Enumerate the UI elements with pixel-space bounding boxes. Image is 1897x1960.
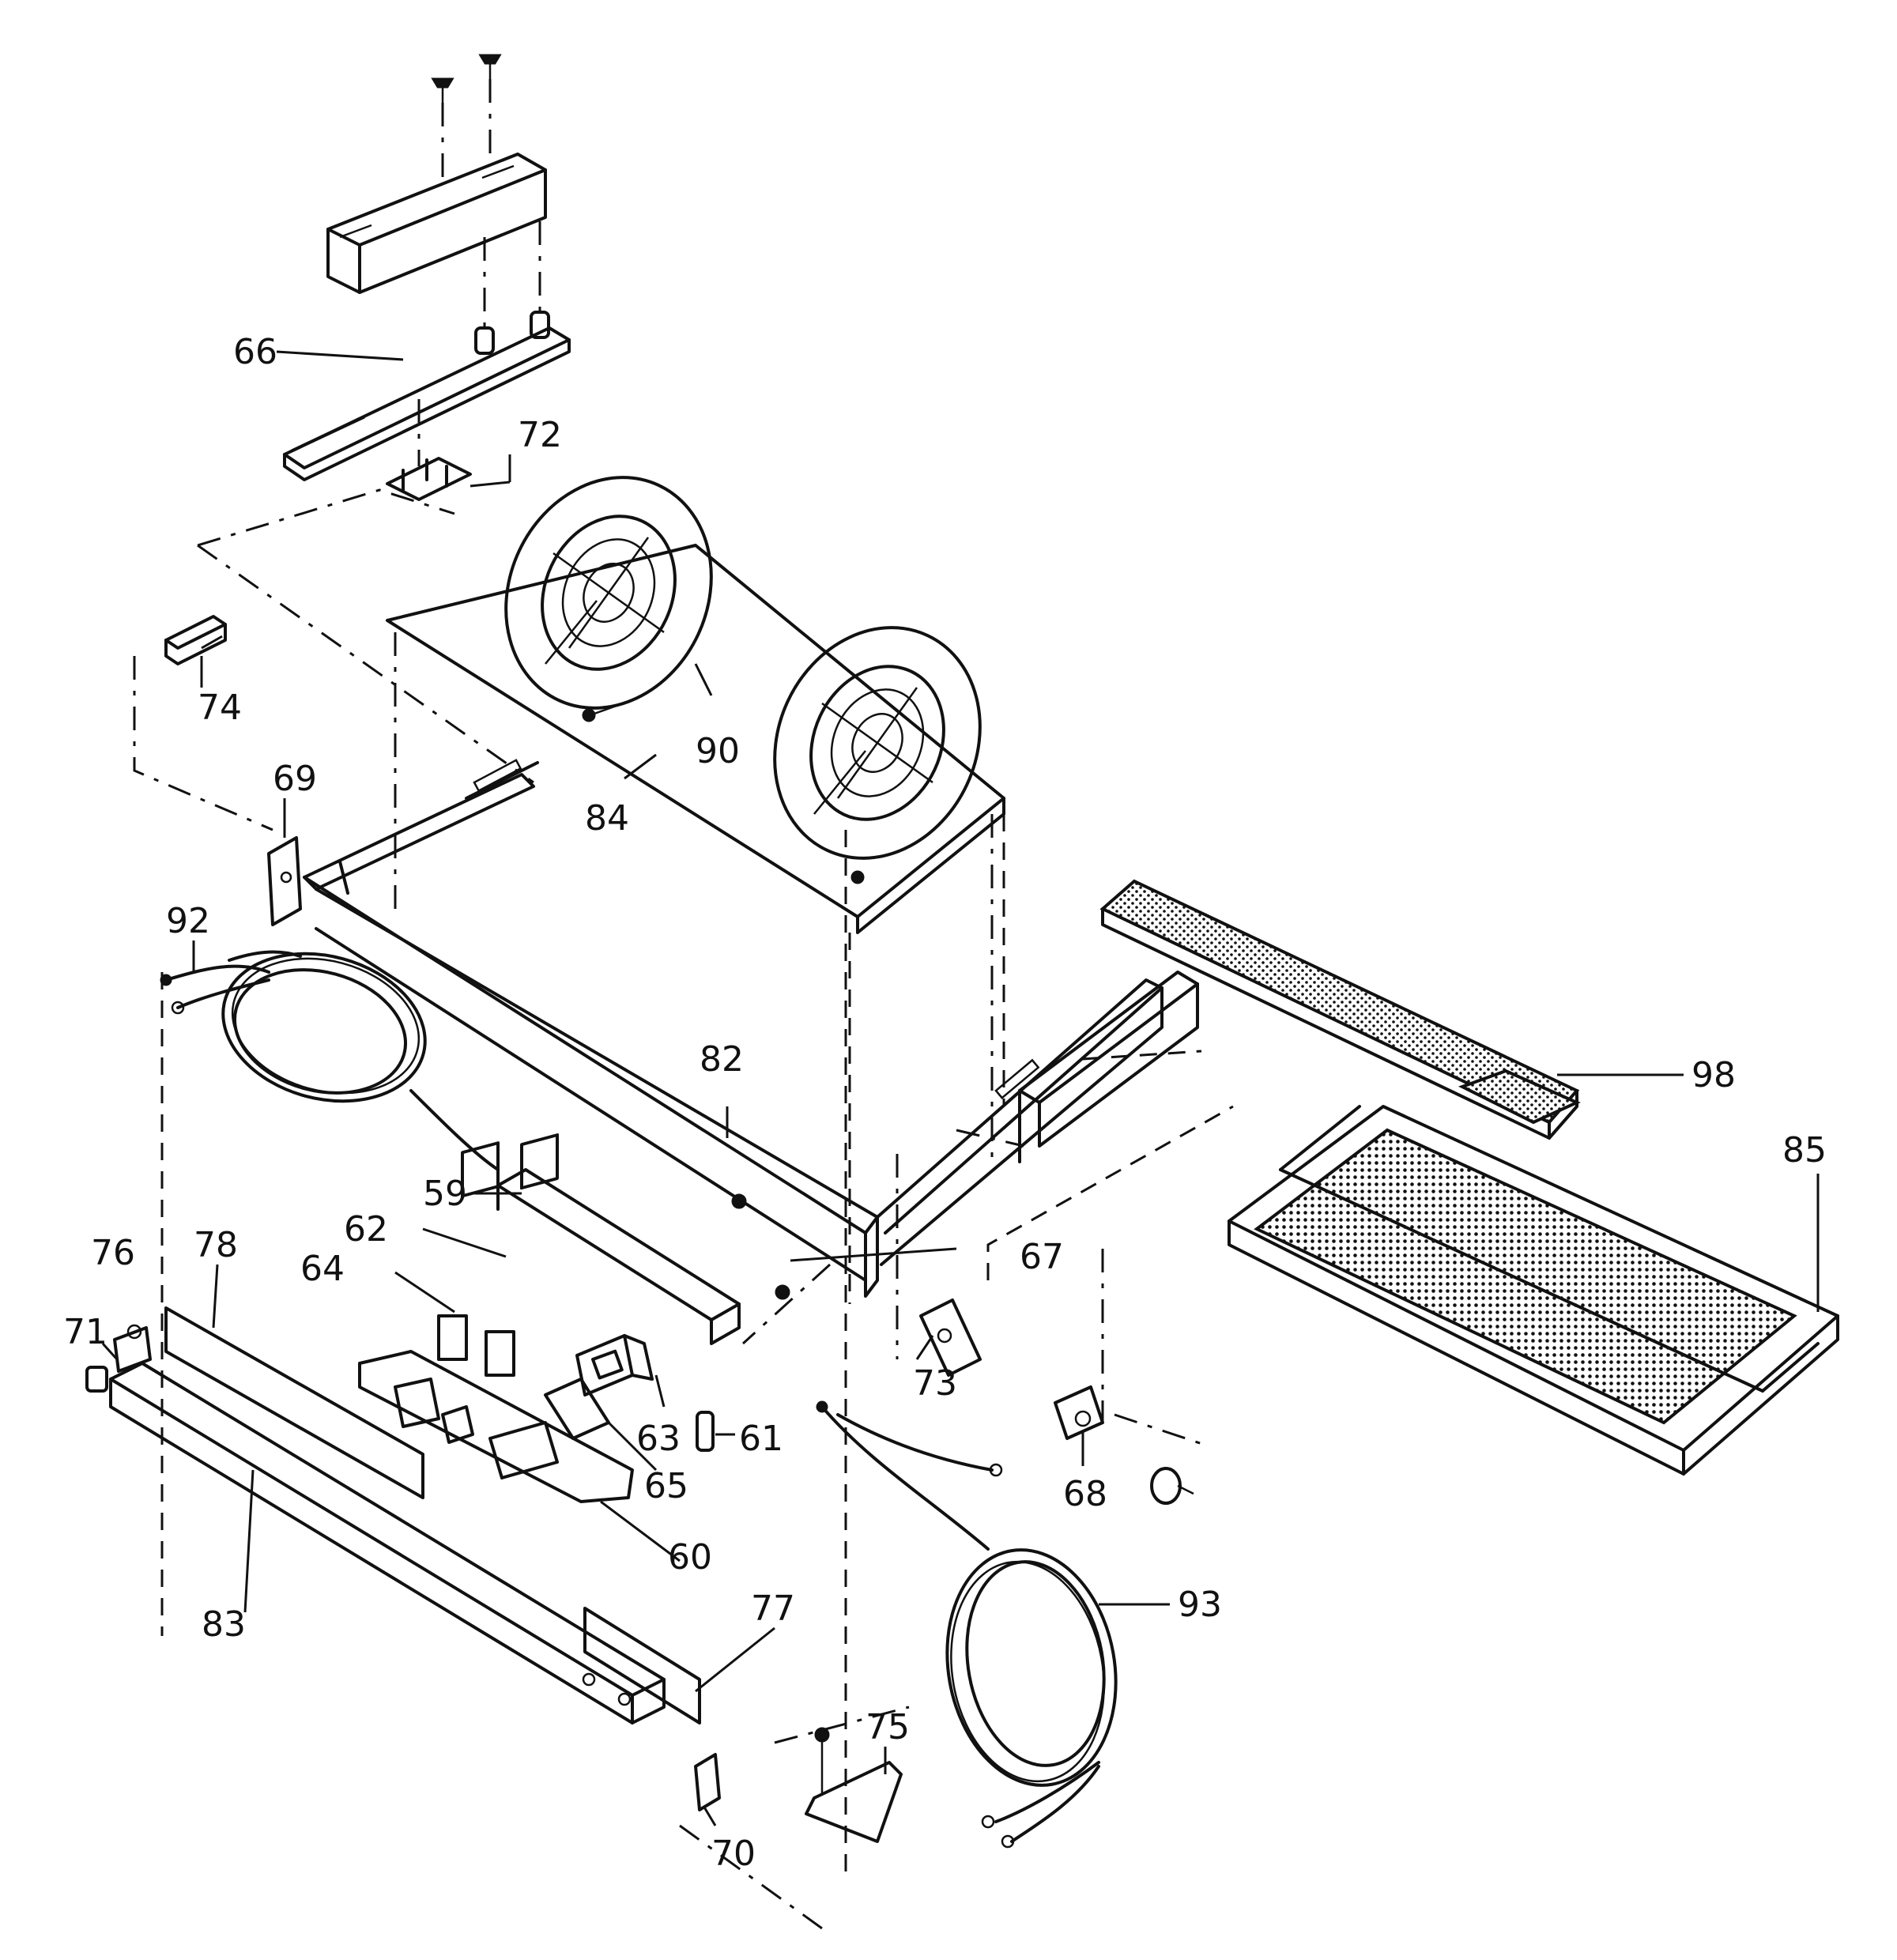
trim-76 [113, 1324, 152, 1373]
front-rail-83 [109, 1362, 666, 1724]
label-68: 68 [1063, 1474, 1107, 1514]
label-60: 60 [668, 1537, 712, 1577]
fan-guard-90-upper [504, 476, 713, 710]
label-73: 73 [913, 1363, 957, 1404]
label-66: 66 [233, 332, 277, 372]
assembly-guide-lines [133, 488, 1234, 1930]
label-92: 92 [166, 901, 210, 941]
chassis-box-84 [386, 544, 1005, 1304]
rail-67 [1018, 971, 1199, 1148]
label-62: 62 [344, 1209, 388, 1250]
end-cap-68 [1054, 1385, 1194, 1505]
bracket-73 [919, 1298, 982, 1377]
label-70: 70 [711, 1834, 756, 1874]
label-63: 63 [636, 1419, 681, 1459]
label-98: 98 [1691, 1055, 1736, 1095]
label-78: 78 [194, 1225, 238, 1265]
label-82: 82 [700, 1039, 744, 1080]
switch-62 [461, 1133, 559, 1198]
cable-harness-93 [816, 1400, 1118, 1849]
label-93: 93 [1178, 1585, 1222, 1625]
label-71: 71 [63, 1312, 107, 1352]
label-85: 85 [1782, 1130, 1827, 1170]
fan-guard-90-lower [773, 626, 982, 860]
clip-74 [164, 615, 227, 665]
bracket-70 [694, 1753, 721, 1811]
connector-61 [696, 1411, 715, 1452]
label-65: 65 [644, 1466, 688, 1506]
label-76: 76 [91, 1233, 135, 1273]
label-90: 90 [696, 731, 740, 771]
label-72: 72 [518, 415, 562, 455]
cable-harness-92 [160, 950, 500, 1171]
bracket-69 [267, 836, 302, 926]
label-75: 75 [866, 1707, 910, 1747]
bracket-75 [805, 1727, 903, 1843]
heater-element-98 [1099, 879, 1581, 1140]
label-74: 74 [198, 688, 242, 728]
label-64: 64 [300, 1249, 345, 1289]
label-59: 59 [423, 1174, 467, 1214]
label-69: 69 [273, 759, 317, 799]
leader-lines [101, 350, 1820, 1826]
label-61: 61 [739, 1419, 783, 1459]
mesh-tray-85 [1228, 1105, 1839, 1476]
label-67: 67 [1020, 1237, 1064, 1277]
switch-bracket-64 [437, 1314, 515, 1377]
side-rail-82 [303, 759, 1163, 1298]
top-bracket-66 [283, 54, 571, 501]
label-strip-77 [583, 1607, 701, 1724]
rocker-switch-63 [575, 1334, 654, 1396]
label-strip-78 [164, 1306, 424, 1499]
label-84: 84 [585, 798, 629, 839]
clip-71 [85, 1366, 108, 1393]
label-83: 83 [202, 1604, 246, 1645]
switch-bracket-59 [496, 1168, 741, 1345]
label-77: 77 [751, 1589, 795, 1629]
part-labels: 66 72 74 69 90 84 92 82 59 62 64 76 78 7… [63, 332, 1827, 1874]
switch-panel-60 [358, 1350, 634, 1503]
